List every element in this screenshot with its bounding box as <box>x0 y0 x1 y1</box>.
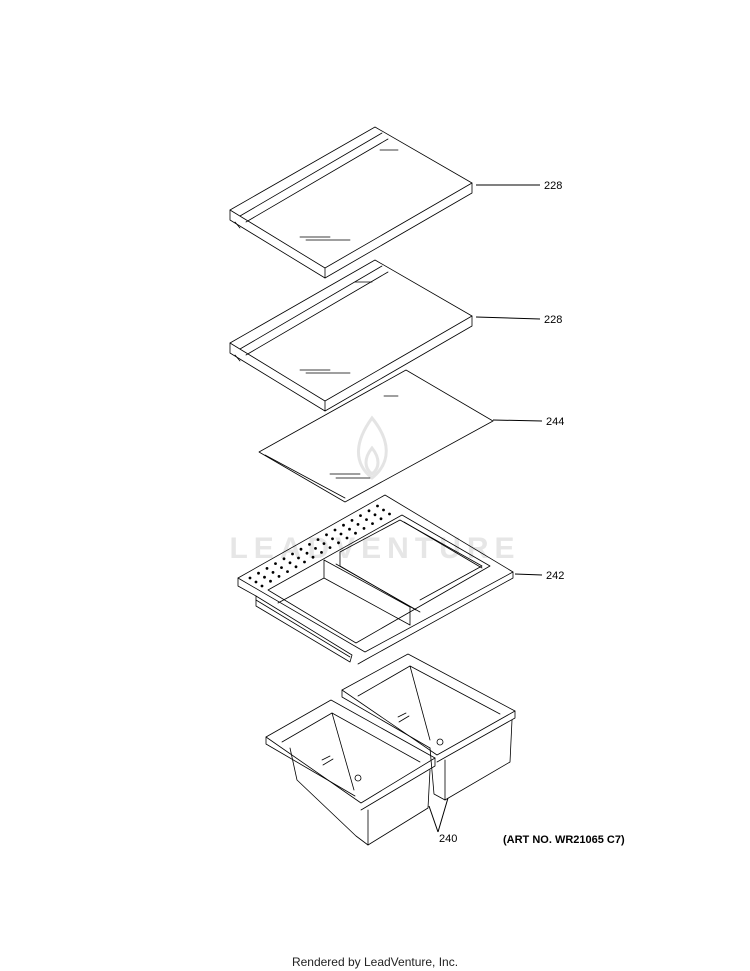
vent-hole <box>297 556 300 560</box>
vent-hole <box>331 537 334 541</box>
callout-label-240: 240 <box>439 833 457 845</box>
watermark: LEADVENTURE <box>229 415 520 565</box>
vent-hole <box>345 536 349 540</box>
art-number: (ART NO. WR21065 C7) <box>503 834 625 846</box>
vent-hole <box>288 561 292 565</box>
vent-hole <box>348 527 351 531</box>
footer-credit: Rendered by LeadVenture, Inc. <box>291 955 459 969</box>
vent-hole <box>316 538 320 541</box>
vent-hole <box>280 566 283 569</box>
callout-label-244: 244 <box>546 416 564 428</box>
frame-vent-holes <box>248 504 391 588</box>
crisper-drawers <box>265 653 516 846</box>
vent-hole <box>265 567 269 570</box>
vent-hole <box>367 509 371 513</box>
glass-cover <box>258 369 494 503</box>
vent-hole <box>291 552 294 556</box>
crisper-frame <box>237 494 514 665</box>
vent-hole <box>325 533 328 537</box>
vent-hole <box>371 522 374 525</box>
watermark-text: LEADVENTURE <box>229 532 520 565</box>
vent-hole <box>373 513 377 517</box>
vent-hole <box>299 547 303 551</box>
vent-hole <box>274 562 277 565</box>
callout-label-242: 242 <box>546 570 564 582</box>
vent-hole <box>257 571 260 575</box>
vent-hole <box>376 504 379 508</box>
vent-hole <box>388 512 391 516</box>
vent-hole <box>305 551 309 555</box>
vent-hole <box>382 508 385 512</box>
vent-hole <box>248 576 252 580</box>
vent-hole <box>365 518 368 521</box>
vent-hole <box>286 570 289 573</box>
vent-hole <box>337 541 340 545</box>
shelf-middle <box>229 259 473 412</box>
vent-hole <box>294 565 298 569</box>
vent-hole <box>322 542 326 545</box>
vent-hole <box>356 523 360 526</box>
vent-hole <box>311 555 315 559</box>
vent-hole <box>328 546 332 549</box>
vent-hole <box>359 514 362 517</box>
vent-hole <box>314 547 317 550</box>
flame-logo-icon <box>357 415 388 480</box>
vent-hole <box>282 557 286 561</box>
vent-hole <box>354 531 357 535</box>
callout-label-228-middle: 228 <box>544 314 562 326</box>
vent-hole <box>379 517 383 521</box>
vent-hole <box>303 560 306 564</box>
vent-hole <box>308 543 311 546</box>
vent-hole <box>342 523 345 527</box>
vent-hole <box>350 519 354 522</box>
vent-hole <box>339 532 343 536</box>
leader-lines <box>428 184 543 833</box>
vent-hole <box>320 551 323 554</box>
vent-hole <box>263 575 266 579</box>
vent-hole <box>362 527 366 530</box>
shelf-top <box>229 126 473 279</box>
vent-hole <box>269 579 272 583</box>
vent-hole <box>333 528 337 532</box>
callout-label-228-top: 228 <box>544 180 562 192</box>
vent-hole <box>277 575 281 578</box>
vent-hole <box>271 571 275 574</box>
vent-hole <box>260 584 264 588</box>
vent-hole <box>254 580 258 584</box>
